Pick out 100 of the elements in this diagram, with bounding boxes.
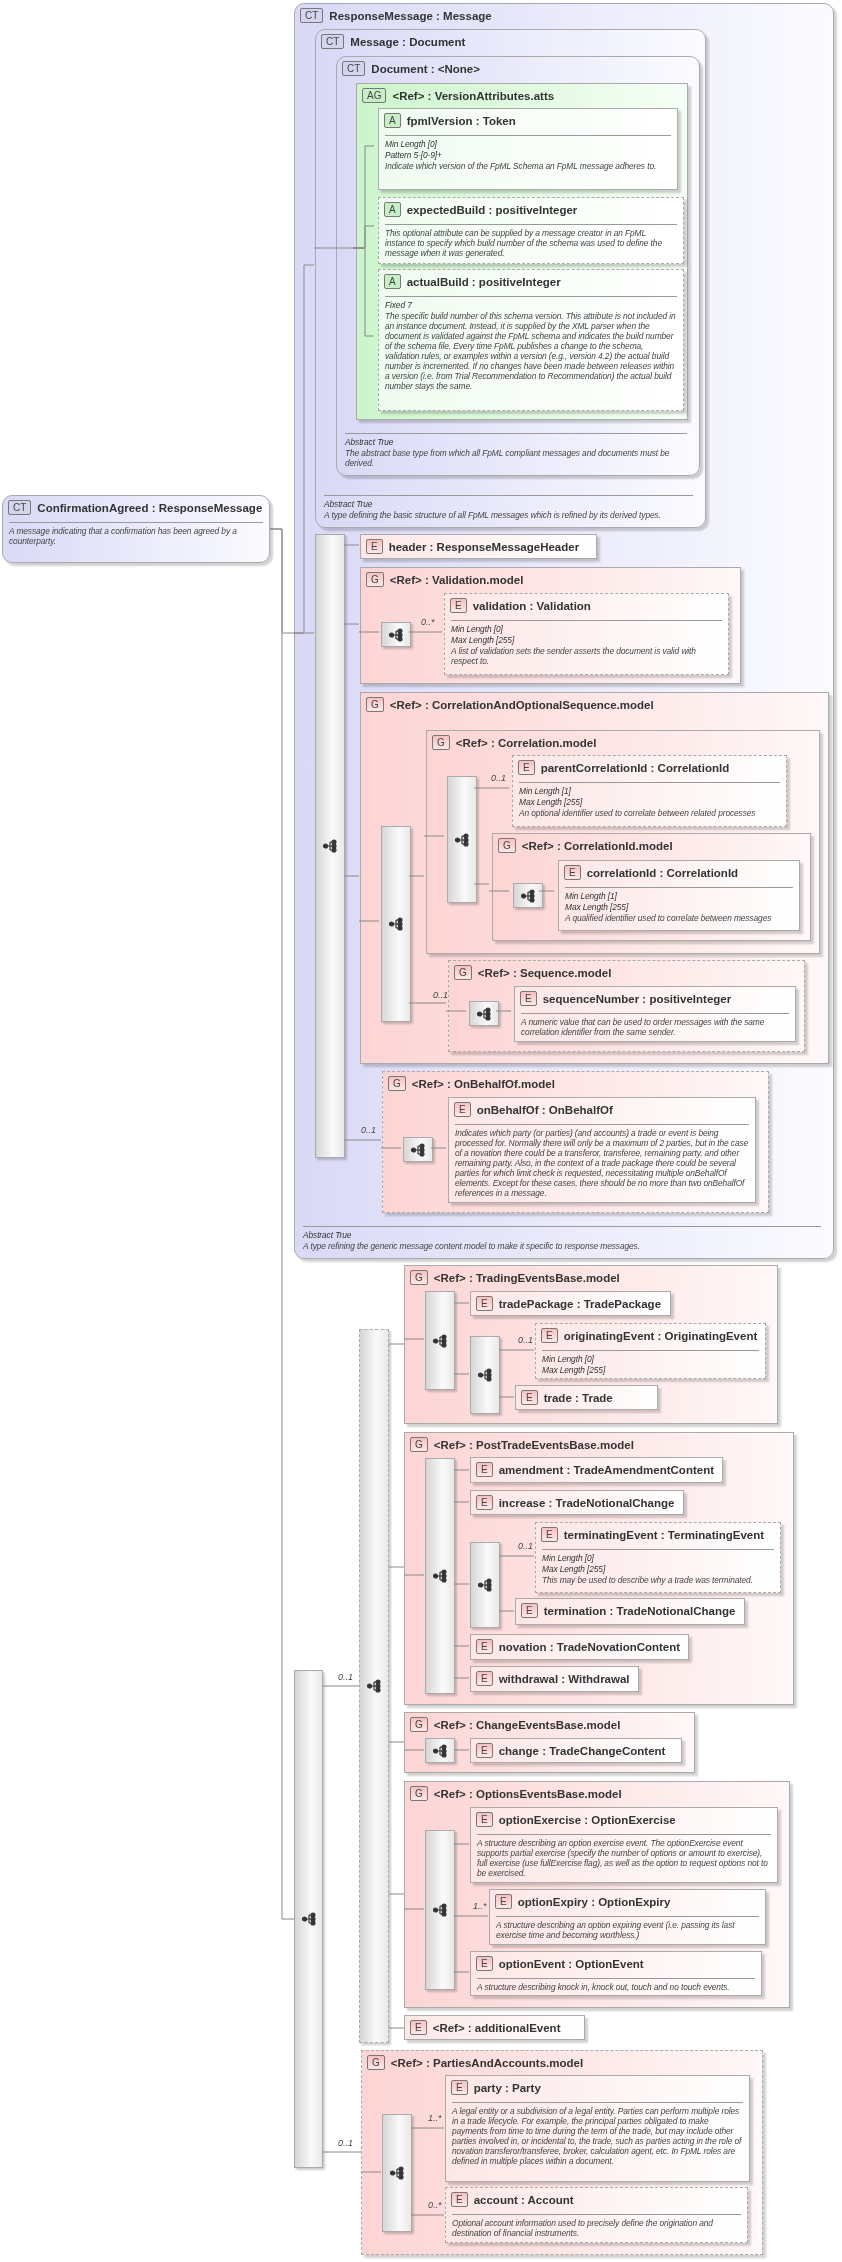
- occurrence-label: 1..*: [472, 1901, 488, 1911]
- connector-line: [498, 1396, 515, 1398]
- node-title: validation : Validation: [472, 599, 591, 612]
- node-title: optionEvent : OptionEvent: [498, 1957, 644, 1970]
- element-box: [514, 986, 796, 1042]
- element-box: [360, 534, 597, 559]
- node-title: Message : Document: [350, 35, 466, 48]
- type-badge: G: [388, 1076, 406, 1091]
- occurrence-label: 0..1: [337, 2138, 354, 2148]
- node-title: <Ref> : OptionsEventsBase.model: [433, 1787, 622, 1800]
- connector-line: [453, 1302, 470, 1304]
- node-title: sequenceNumber : positiveInteger: [542, 992, 732, 1005]
- node-title: ResponseMessage : Message: [329, 9, 492, 22]
- connector-line: [408, 631, 443, 633]
- type-badge: G: [498, 838, 516, 853]
- property-text: Min Length [0]: [451, 624, 504, 634]
- type-badge: E: [541, 1527, 558, 1542]
- occurrence-label: 0..1: [337, 1672, 354, 1682]
- element-box: [444, 593, 729, 675]
- type-badge: E: [476, 1462, 493, 1477]
- node-title: <Ref> : Correlation.model: [455, 736, 597, 749]
- compositor-bar: [513, 883, 543, 908]
- connector-line: [322, 1685, 360, 1687]
- connector-line: [473, 883, 490, 885]
- type-badge: G: [432, 735, 450, 750]
- connector-line: [430, 1147, 447, 1149]
- type-badge: E: [476, 1671, 493, 1686]
- compositor-bar: [381, 826, 411, 1022]
- connector-line: [495, 1010, 512, 1012]
- node-title: <Ref> : ChangeEventsBase.model: [433, 1718, 621, 1731]
- node-title: novation : TradeNovationContent: [498, 1640, 681, 1653]
- description-text: An optional identifier used to correlate between related processes: [519, 808, 757, 818]
- node-title: expectedBuild : positiveInteger: [406, 203, 578, 216]
- connector-line: [498, 1610, 515, 1612]
- type-badge: E: [476, 1743, 493, 1758]
- element-box: [470, 1457, 723, 1483]
- connector-line: [343, 875, 360, 877]
- node-title: <Ref> : Sequence.model: [477, 966, 612, 979]
- connector-line: [388, 1343, 405, 1345]
- node-title: <Ref> : additionalEvent: [432, 2021, 561, 2034]
- compositor-bar: [447, 776, 477, 903]
- compositor-bar: [469, 1001, 499, 1026]
- type-badge: G: [366, 572, 384, 587]
- node-title: termination : TradeNotionalChange: [543, 1604, 736, 1617]
- description-text: A structure describing an option exercise event. The optionExercise event supports partial exercise (specify the number of options or amount to exercise), full exercise (use fullExercise flag), as well as the option to request options not to be exercised.: [477, 1838, 769, 1878]
- compositor-bar: [294, 1670, 323, 2168]
- attribute-box: [378, 197, 684, 264]
- complex-type-box: [2, 495, 270, 563]
- element-box: [470, 1634, 689, 1660]
- group-box: [426, 730, 820, 954]
- type-badge: E: [541, 1328, 558, 1343]
- element-box: [445, 2075, 750, 2182]
- node-title: <Ref> : VersionAttributes.atts: [392, 89, 555, 102]
- type-badge: E: [410, 2020, 427, 2035]
- connector-line: [333, 247, 354, 249]
- connector-line: [343, 544, 360, 546]
- attribute-box: [378, 269, 684, 411]
- type-badge: A: [384, 202, 401, 217]
- connector-line: [388, 1893, 405, 1895]
- node-title: amendment : TradeAmendmentContent: [498, 1463, 714, 1476]
- connector-line: [453, 1501, 470, 1503]
- connector-line: [343, 1139, 382, 1141]
- node-title: optionExercise : OptionExercise: [498, 1813, 676, 1826]
- compositor-bar: [425, 1738, 455, 1763]
- occurrence-label: 0..1: [517, 1335, 534, 1345]
- type-badge: G: [367, 2055, 385, 2070]
- connector-line: [538, 890, 555, 892]
- type-badge: A: [384, 113, 401, 128]
- property-text: Abstract True: [345, 437, 395, 447]
- compositor-bar: [315, 534, 345, 1158]
- type-badge: E: [495, 1894, 512, 1909]
- description-text: This optional attribute can be supplied by a message creator in an FpML instance to specify which build number of the schema was used to define the message when it was generated.: [385, 228, 663, 258]
- type-badge: E: [518, 760, 535, 775]
- node-title: ConfirmationAgreed : ResponseMessage: [37, 501, 263, 514]
- description-text: A structure describing knock in, knock out, touch and no touch events.: [477, 1982, 731, 1992]
- connector-line: [388, 1566, 405, 1568]
- connector-line: [453, 1645, 470, 1647]
- type-badge: G: [366, 697, 384, 712]
- group-box: [492, 833, 811, 941]
- complex-type-box: [315, 29, 706, 528]
- group-box: [382, 1071, 769, 1213]
- description-text: A type refining the generic message content model to make it specific to response messages.: [303, 1241, 641, 1251]
- connector-line: [453, 1971, 470, 1973]
- connector-line: [403, 1574, 425, 1576]
- type-badge: CT: [342, 61, 366, 76]
- connector-line: [408, 1002, 447, 1004]
- property-text: Fixed 7: [385, 300, 413, 310]
- connector-line: [293, 632, 315, 634]
- node-title: increase : TradeNotionalChange: [498, 1496, 675, 1509]
- complex-type-box: [294, 3, 834, 1259]
- node-title: <Ref> : TradingEventsBase.model: [433, 1271, 620, 1284]
- element-box: [445, 2187, 748, 2243]
- type-badge: AG: [362, 88, 387, 103]
- type-badge: G: [410, 1270, 428, 1285]
- connector-line: [498, 1349, 535, 1351]
- compositor-bar: [359, 1329, 389, 2043]
- occurrence-label: 1..*: [427, 2113, 443, 2123]
- element-box: [470, 1291, 671, 1316]
- node-title: onBehalfOf : OnBehalfOf: [476, 1103, 613, 1116]
- element-box: [448, 1097, 756, 1203]
